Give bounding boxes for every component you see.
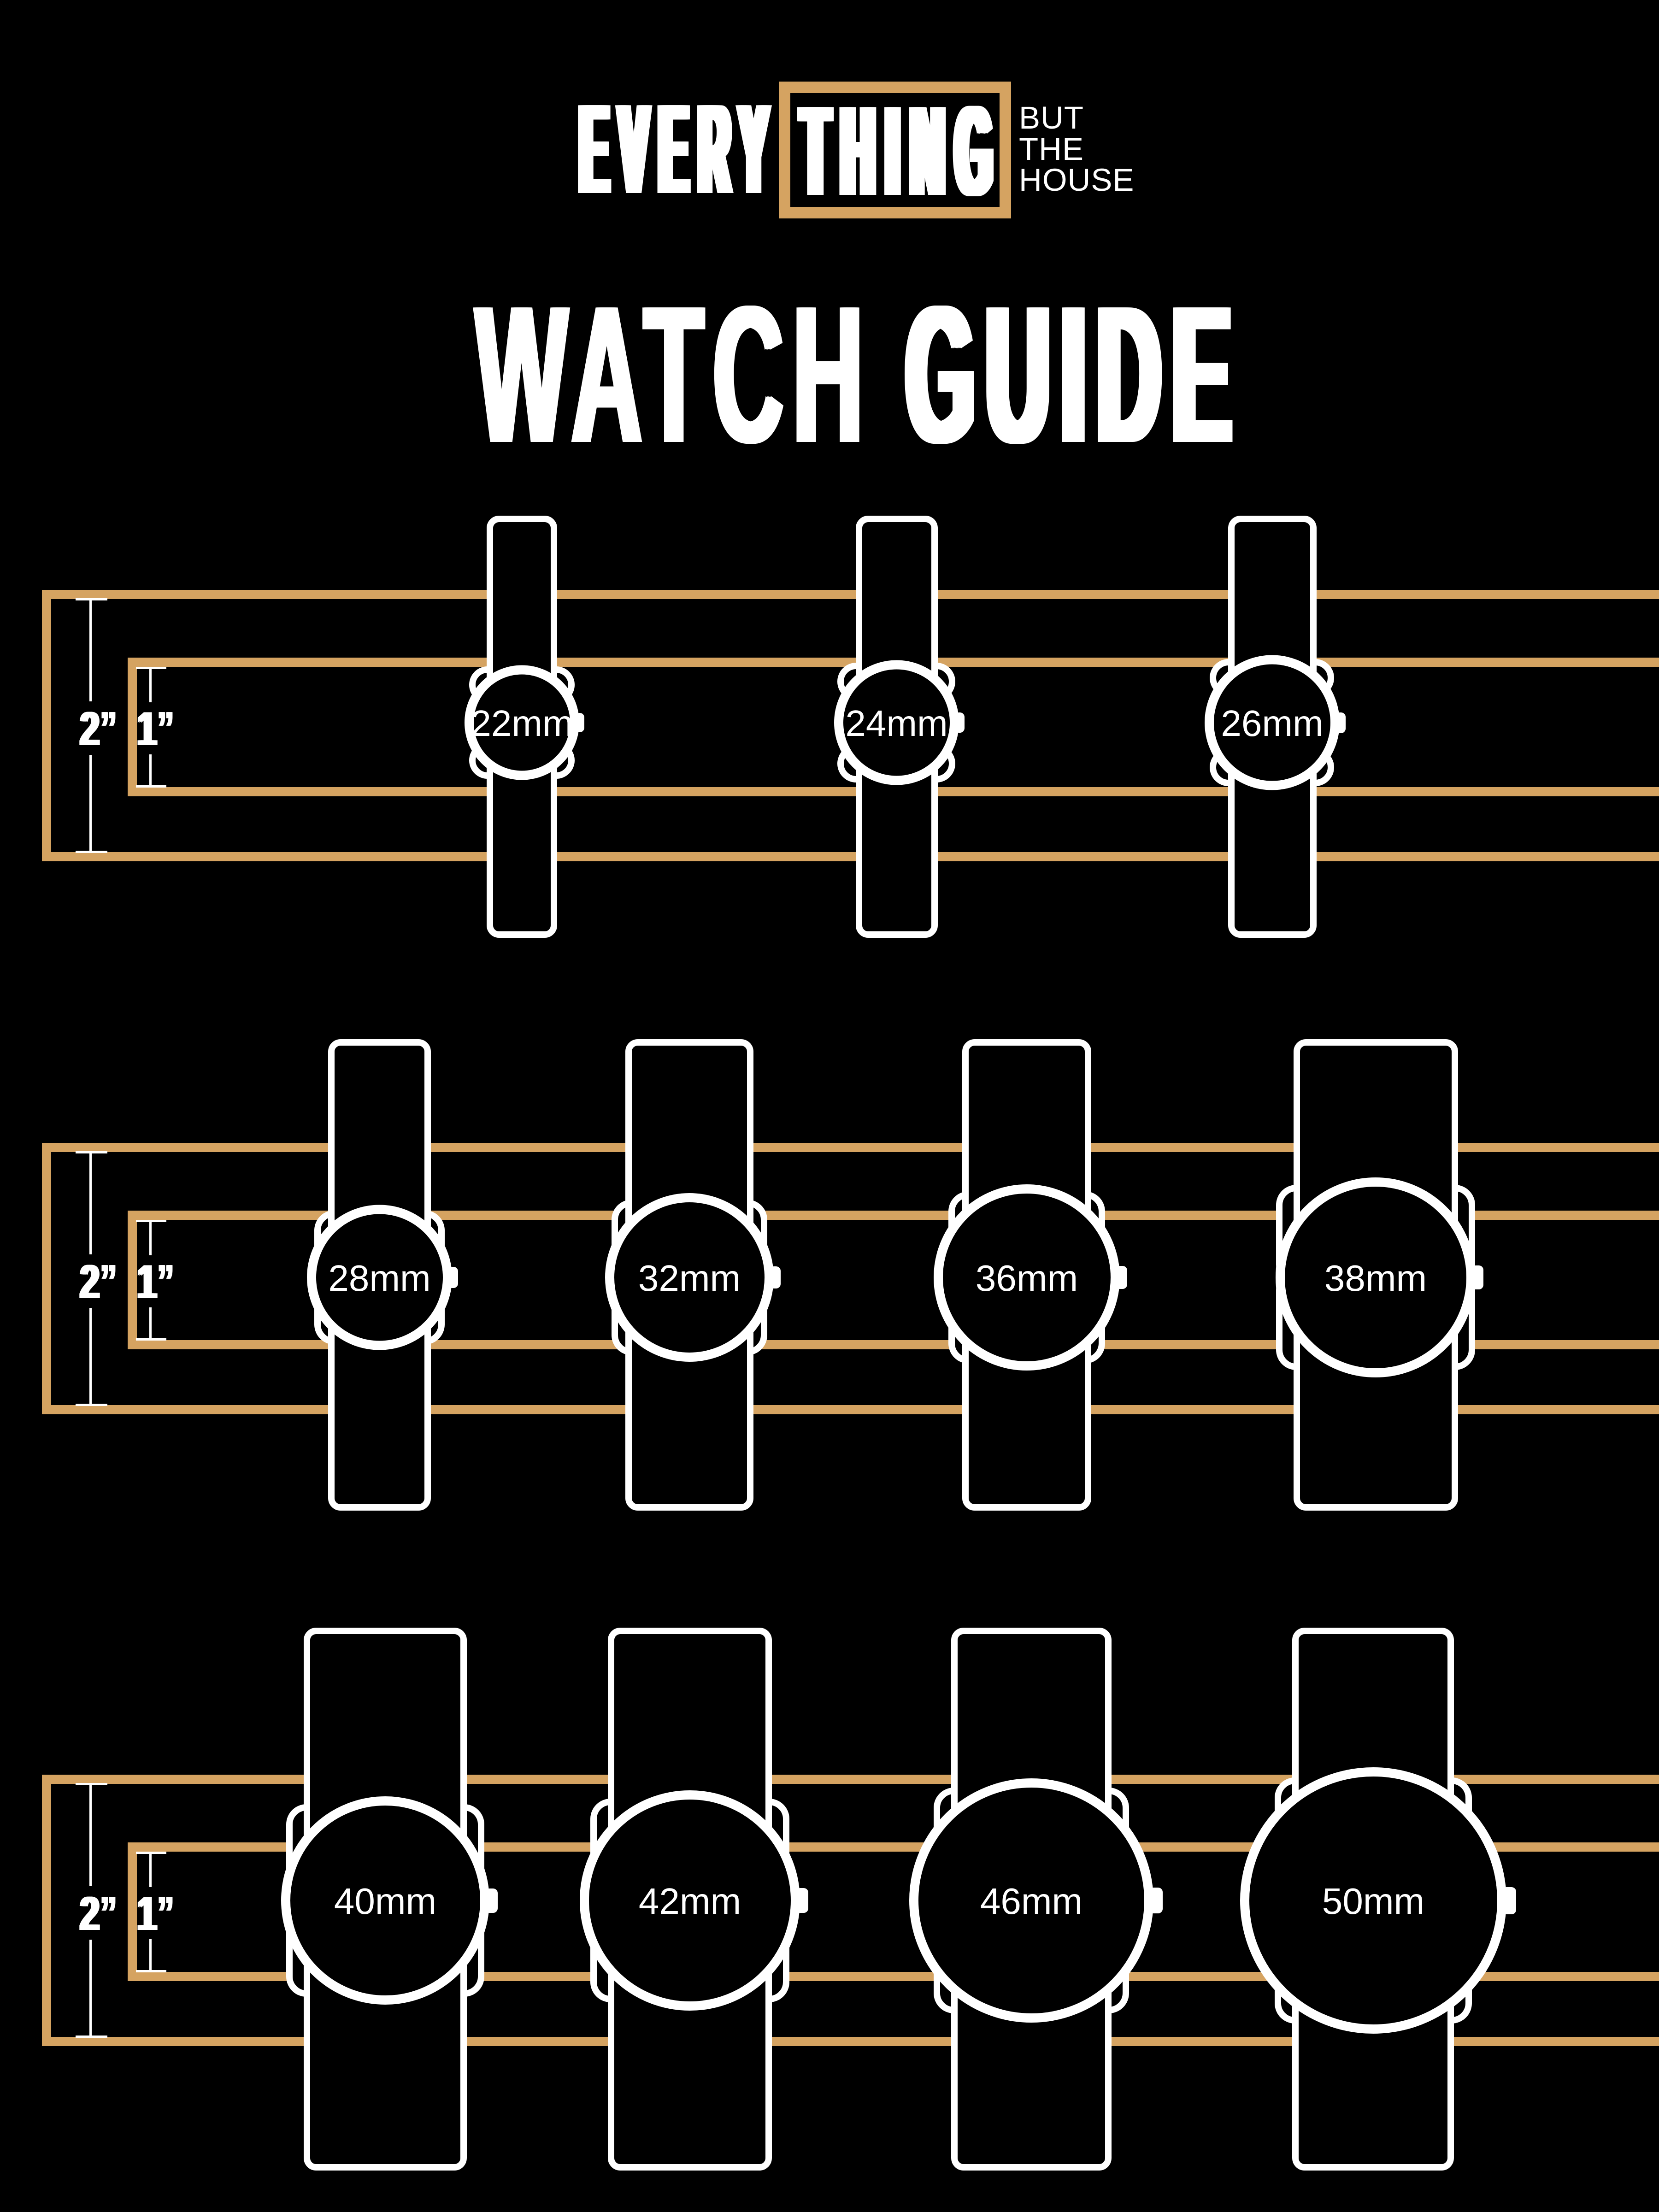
svg-text:24mm: 24mm xyxy=(845,703,947,744)
svg-text:26mm: 26mm xyxy=(1221,703,1323,744)
svg-text:36mm: 36mm xyxy=(976,1258,1078,1299)
svg-text:22mm: 22mm xyxy=(471,703,573,744)
svg-text:42mm: 42mm xyxy=(639,1881,741,1922)
svg-text:32mm: 32mm xyxy=(638,1258,741,1299)
svg-text:38mm: 38mm xyxy=(1324,1258,1427,1299)
svg-text:50mm: 50mm xyxy=(1322,1881,1424,1922)
svg-text:46mm: 46mm xyxy=(980,1881,1082,1922)
svg-text:28mm: 28mm xyxy=(328,1258,430,1299)
svg-text:40mm: 40mm xyxy=(334,1881,436,1922)
